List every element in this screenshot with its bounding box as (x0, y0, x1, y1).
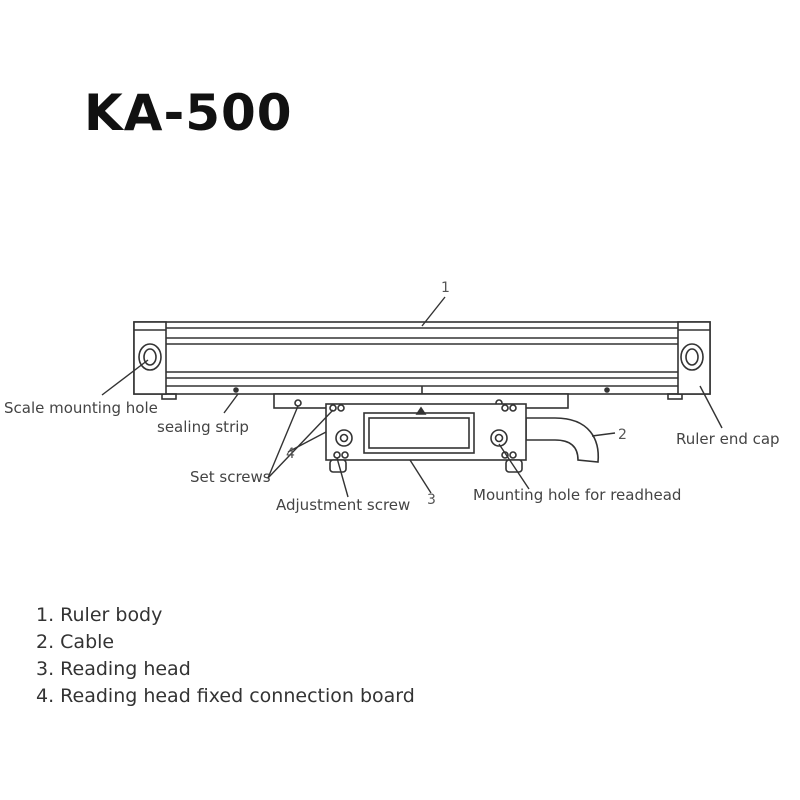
reading-head (325, 403, 527, 473)
screw (501, 404, 509, 412)
label-set-screws: Set screws (190, 468, 271, 486)
legend-item: 4. Reading head fixed connection board (36, 685, 415, 707)
label-scale-mounting-hole: Scale mounting hole (4, 399, 158, 417)
right-end-cap (677, 321, 711, 395)
cable (525, 417, 600, 463)
readhead-mounting-hole-right (490, 429, 508, 447)
parts-legend: 1. Ruler body 2. Cable 3. Reading head 4… (36, 602, 415, 710)
label-mounting-hole-readhead: Mounting hole for readhead (473, 486, 681, 504)
label-ruler-end-cap: Ruler end cap (676, 430, 780, 448)
screw (509, 404, 517, 412)
label-adjustment-screw: Adjustment screw (276, 496, 410, 514)
callout-number-1: 1 (441, 280, 450, 296)
page-title: KA-500 (84, 84, 293, 142)
scale-mounting-hole-left (138, 343, 162, 371)
sealing-strip-dot (233, 387, 239, 393)
label-sealing-strip: sealing strip (157, 418, 249, 436)
callout-number-3: 3 (427, 492, 436, 508)
readhead-mounting-hole-left (335, 429, 353, 447)
ruler-body (133, 321, 711, 400)
callout-number-4: 4 (286, 446, 295, 462)
left-end-cap (133, 321, 167, 395)
scale-mounting-hole-right (680, 343, 704, 371)
screw (341, 451, 349, 459)
screw (509, 451, 517, 459)
sealing-strip-dot (604, 387, 610, 393)
callout-number-2: 2 (618, 427, 627, 443)
screw (337, 404, 345, 412)
legend-item: 3. Reading head (36, 658, 191, 680)
legend-item: 1. Ruler body (36, 604, 163, 626)
legend-item: 2. Cable (36, 631, 115, 653)
leader-lines (101, 296, 723, 498)
